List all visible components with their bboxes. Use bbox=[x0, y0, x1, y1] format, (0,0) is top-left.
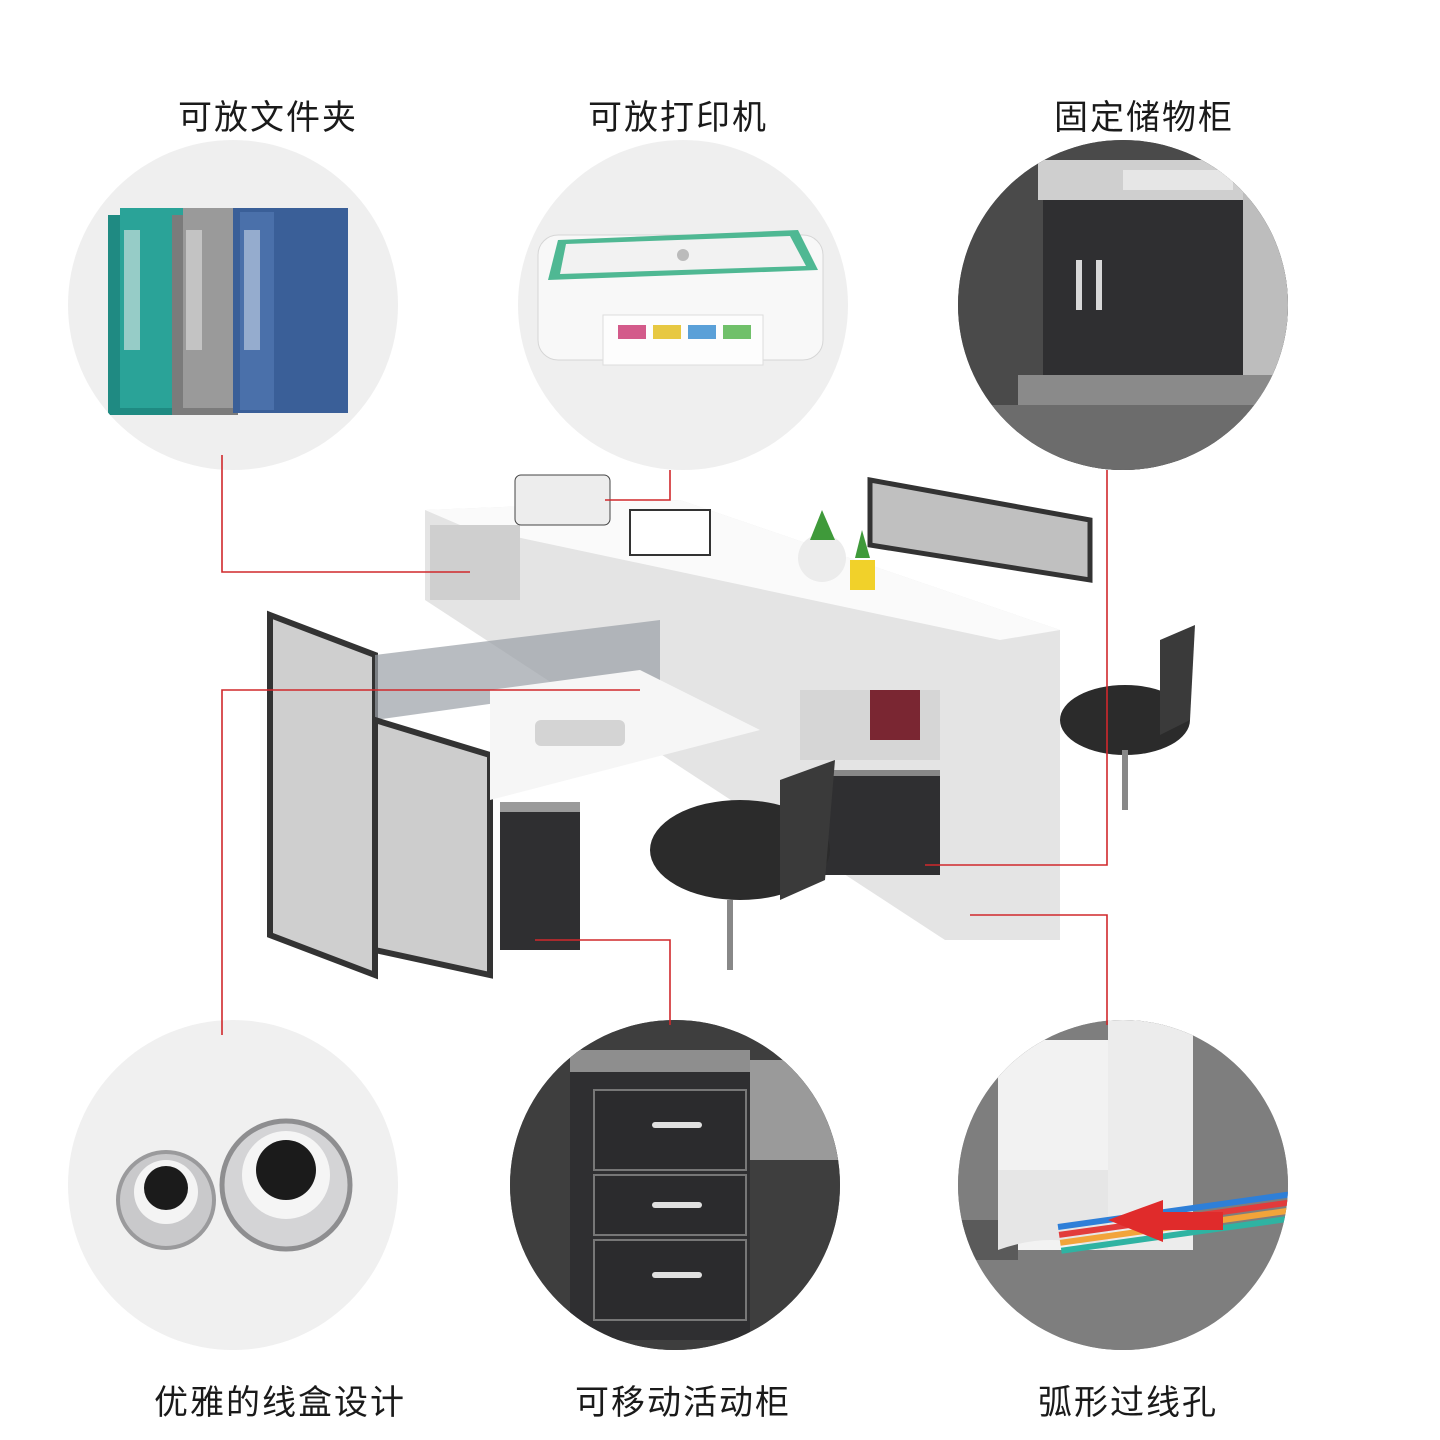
label-storage-cabinet: 固定储物柜 bbox=[1054, 98, 1234, 138]
label-arc-wire-hole: 弧形过线孔 bbox=[1038, 1383, 1218, 1423]
printer-image bbox=[518, 140, 848, 470]
callout-line-storage bbox=[925, 470, 1108, 866]
mobile-pedestal-image bbox=[510, 1020, 840, 1350]
callout-line-printer bbox=[605, 470, 671, 501]
label-printer: 可放打印机 bbox=[588, 98, 768, 138]
arc-wire-hole-image bbox=[958, 1020, 1288, 1350]
callout-line-wire-hole bbox=[970, 914, 1108, 1025]
cable-box-image bbox=[68, 1020, 398, 1350]
callout-line-cable-box bbox=[221, 689, 640, 1035]
workstation-illustration bbox=[260, 430, 1220, 1030]
label-folders: 可放文件夹 bbox=[178, 98, 358, 138]
callout-line-pedestal bbox=[535, 939, 671, 1025]
label-mobile-pedestal: 可移动活动柜 bbox=[575, 1383, 791, 1423]
label-cable-box: 优雅的线盒设计 bbox=[154, 1383, 406, 1423]
folders-image bbox=[68, 140, 398, 470]
callout-line-folders bbox=[221, 455, 470, 573]
